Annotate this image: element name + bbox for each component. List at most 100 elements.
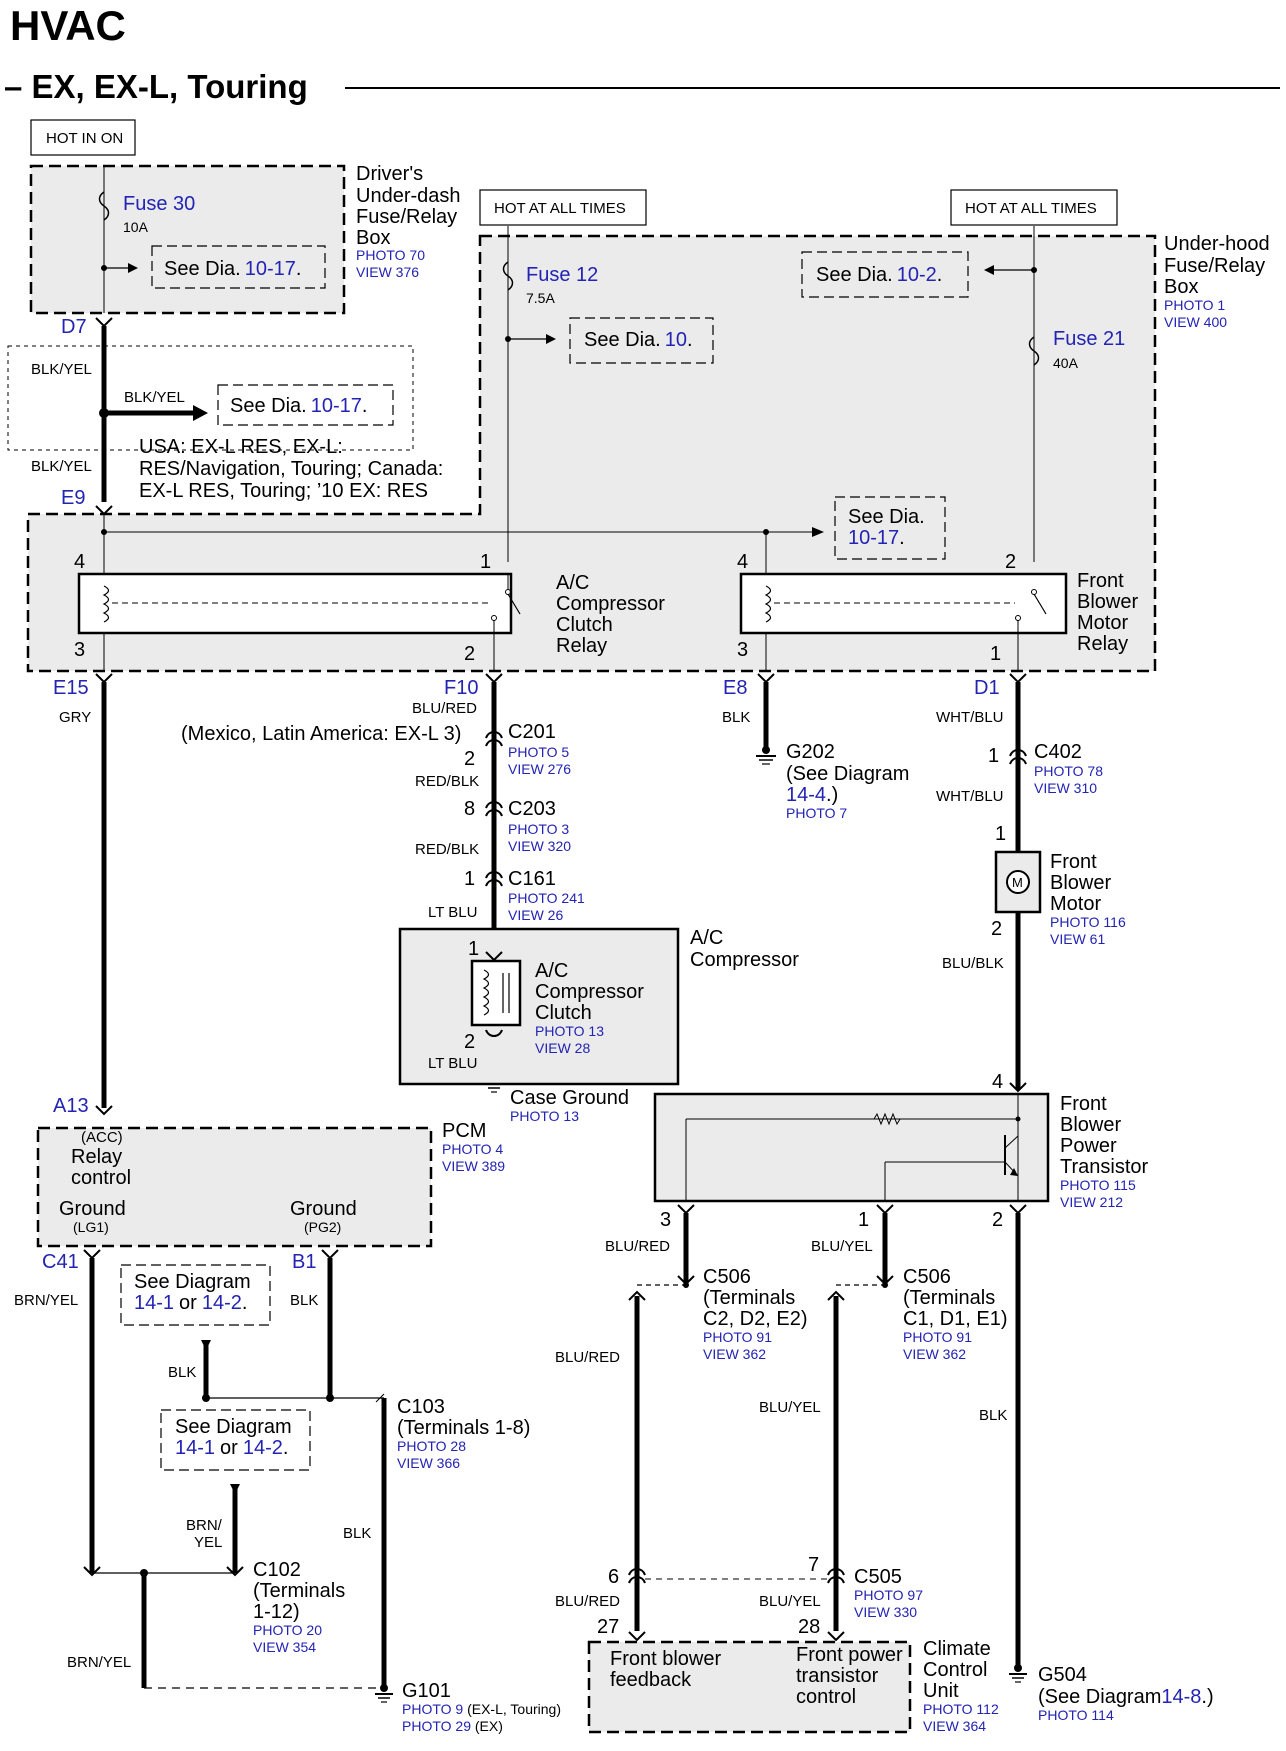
svg-text:Ground: Ground <box>59 1198 126 1220</box>
ac-relay-label: A/C Compressor Clutch Relay <box>556 572 665 657</box>
svg-text:Transistor: Transistor <box>1060 1156 1149 1178</box>
svg-text:VIEW 320: VIEW 320 <box>508 838 571 854</box>
svg-text:C103: C103 <box>397 1396 445 1418</box>
pcm-box <box>36 1126 433 1248</box>
svg-text:10-17.: 10-17. <box>848 527 905 549</box>
svg-text:RES/Navigation, Touring; Canad: RES/Navigation, Touring; Canada: <box>139 458 443 480</box>
svg-text:Blower: Blower <box>1077 591 1138 613</box>
svg-text:Box: Box <box>1164 276 1198 298</box>
svg-text:PHOTO 29 (EX): PHOTO 29 (EX) <box>402 1718 503 1734</box>
svg-text:Fuse/Relay: Fuse/Relay <box>356 206 457 228</box>
g101-label: G101 PHOTO 9 (EX-L, Touring) PHOTO 29 (E… <box>402 1680 561 1734</box>
svg-text:BLK/YEL: BLK/YEL <box>31 361 92 378</box>
svg-text:LT BLU: LT BLU <box>428 1055 477 1072</box>
svg-text:See Dia.10-17.: See Dia.10-17. <box>164 258 301 280</box>
svg-text:Under-dash: Under-dash <box>356 185 461 207</box>
svg-text:VIEW 389: VIEW 389 <box>442 1158 505 1174</box>
svg-text:1: 1 <box>464 868 475 890</box>
case-ground-label: Case Ground <box>510 1087 629 1109</box>
svg-text:YEL: YEL <box>194 1534 222 1551</box>
svg-text:Box: Box <box>356 227 390 249</box>
svg-text:28: 28 <box>798 1616 820 1638</box>
c506a-label: C506 (Terminals C2, D2, E2) PHOTO 91 VIE… <box>703 1266 807 1362</box>
svg-text:HOT AT ALL TIMES: HOT AT ALL TIMES <box>494 200 626 217</box>
svg-text:VIEW 61: VIEW 61 <box>1050 931 1105 947</box>
fuse-12-label: Fuse 12 <box>526 264 598 286</box>
svg-text:C506: C506 <box>903 1266 951 1288</box>
svg-text:Climate: Climate <box>923 1638 991 1660</box>
ac-compressor-box <box>398 927 680 1086</box>
under-hood-box <box>26 234 1157 673</box>
svg-text:BRN/YEL: BRN/YEL <box>67 1654 131 1671</box>
svg-text:1: 1 <box>988 745 999 767</box>
svg-text:2: 2 <box>992 1209 1003 1231</box>
see-dia-10-17-box-a <box>151 245 326 289</box>
svg-text:Under-hood: Under-hood <box>1164 233 1270 255</box>
svg-text:G504: G504 <box>1038 1664 1087 1686</box>
connector-d7: D7 <box>61 316 87 338</box>
connector-d1: D1 <box>974 677 1000 699</box>
svg-text:3: 3 <box>660 1209 671 1231</box>
svg-text:4: 4 <box>737 551 748 573</box>
see-dia-10-box <box>569 317 714 364</box>
hot-at-all-times-label-2: HOT AT ALL TIMES <box>950 189 1118 226</box>
svg-text:1: 1 <box>480 551 491 573</box>
svg-text:HOT AT ALL TIMES: HOT AT ALL TIMES <box>965 200 1097 217</box>
ac-compressor-label: A/C Compressor <box>690 927 799 971</box>
svg-text:Relay: Relay <box>1077 633 1128 655</box>
svg-text:Fuse/Relay: Fuse/Relay <box>1164 255 1265 277</box>
svg-text:Front: Front <box>1060 1093 1107 1115</box>
svg-text:VIEW 354: VIEW 354 <box>253 1639 316 1655</box>
svg-text:PHOTO 78: PHOTO 78 <box>1034 763 1103 779</box>
svg-text:VIEW 310: VIEW 310 <box>1034 780 1097 796</box>
svg-text:C505: C505 <box>854 1566 902 1588</box>
svg-text:C1, D1, E1): C1, D1, E1) <box>903 1308 1007 1330</box>
svg-text:Control: Control <box>923 1659 987 1681</box>
svg-text:VIEW 400: VIEW 400 <box>1164 314 1227 330</box>
svg-text:See Diagram: See Diagram <box>175 1416 292 1438</box>
svg-text:Front blower: Front blower <box>610 1648 721 1670</box>
svg-text:PHOTO 4: PHOTO 4 <box>442 1141 503 1157</box>
fuse-12-symbol <box>502 261 514 291</box>
svg-text:1: 1 <box>995 823 1006 845</box>
svg-text:See Dia.10.: See Dia.10. <box>584 329 693 351</box>
svg-text:1: 1 <box>990 643 1001 665</box>
hot-in-on-label: HOT IN ON <box>30 119 136 156</box>
svg-text:1-12): 1-12) <box>253 1601 300 1623</box>
svg-text:BRN/YEL: BRN/YEL <box>14 1292 78 1309</box>
svg-text:PHOTO 7: PHOTO 7 <box>786 805 847 821</box>
front-blower-power-transistor <box>653 1092 1050 1203</box>
svg-text:BLU/RED: BLU/RED <box>555 1349 620 1366</box>
svg-text:VIEW 26: VIEW 26 <box>508 907 563 923</box>
svg-text:G202: G202 <box>786 741 835 763</box>
fuse-21-symbol <box>1028 336 1040 366</box>
svg-text:BLU/RED: BLU/RED <box>605 1238 670 1255</box>
connector-e15: E15 <box>53 677 89 699</box>
svg-text:PHOTO 97: PHOTO 97 <box>854 1587 923 1603</box>
svg-text:See Dia.10-2.: See Dia.10-2. <box>816 264 942 286</box>
svg-text:Clutch: Clutch <box>556 614 613 636</box>
svg-text:PHOTO 241: PHOTO 241 <box>508 890 585 906</box>
ccu-front-power-transistor-control: Front power transistor control <box>796 1644 903 1708</box>
connector-c402: C402 <box>1034 741 1082 763</box>
svg-text:PHOTO 112: PHOTO 112 <box>923 1701 999 1717</box>
svg-text:VIEW 376: VIEW 376 <box>356 264 419 280</box>
svg-text:Relay: Relay <box>71 1146 122 1168</box>
connector-c201: C201 <box>508 721 556 743</box>
svg-text:14-4.): 14-4.) <box>786 784 838 806</box>
g202-label: G202 (See Diagram 14-4.) PHOTO 7 <box>786 741 909 821</box>
svg-text:Clutch: Clutch <box>535 1002 592 1024</box>
svg-text:BLU/YEL: BLU/YEL <box>759 1399 821 1416</box>
svg-text:Unit: Unit <box>923 1680 959 1702</box>
svg-text:PHOTO 1: PHOTO 1 <box>1164 297 1225 313</box>
svg-text:BLK/YEL: BLK/YEL <box>124 389 185 406</box>
svg-text:BRN/: BRN/ <box>186 1517 223 1534</box>
svg-text:Compressor: Compressor <box>556 593 665 615</box>
svg-text:2: 2 <box>991 918 1002 940</box>
svg-text:7: 7 <box>808 1554 819 1576</box>
see-dia-10-17-box-e <box>834 496 946 560</box>
svg-text:See Diagram: See Diagram <box>134 1271 251 1293</box>
svg-text:BLU/YEL: BLU/YEL <box>759 1593 821 1610</box>
svg-text:6: 6 <box>608 1566 619 1588</box>
